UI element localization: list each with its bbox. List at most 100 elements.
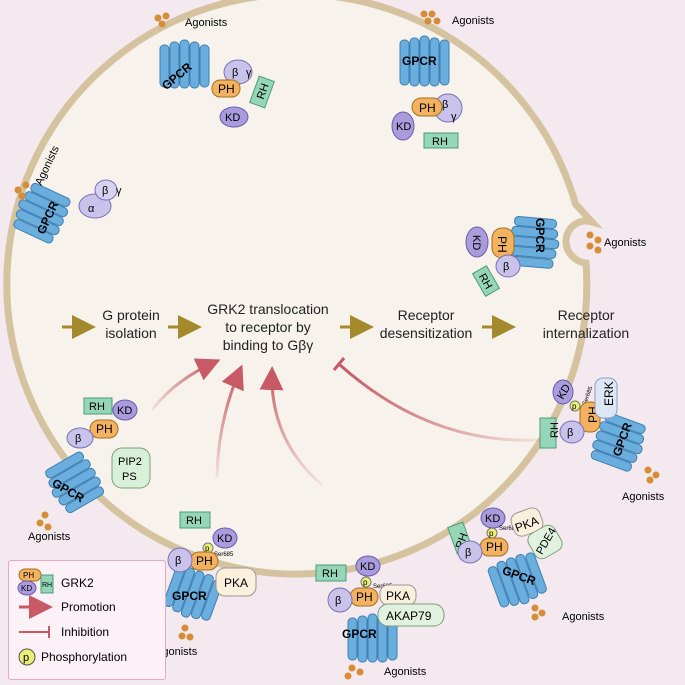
beta-label: β xyxy=(465,547,471,559)
kd-label: KD xyxy=(217,533,232,545)
legend-phospho-p: p xyxy=(23,652,29,664)
ph-label: PH xyxy=(419,101,436,115)
gamma-label: γ xyxy=(116,185,122,197)
legend-phospho-icon xyxy=(18,648,36,666)
ph-label: PH xyxy=(486,540,503,554)
promotion-arrow-pip2 xyxy=(150,358,221,411)
ph-label: PH xyxy=(495,236,509,253)
beta-label: β xyxy=(102,185,108,197)
ph-label: PH xyxy=(96,422,113,436)
ps-label: PS xyxy=(122,471,137,483)
ph-label: PH xyxy=(218,82,235,96)
promotion-arrow-akap79 xyxy=(259,366,323,487)
step-2-line-2: to receptor by xyxy=(225,319,311,335)
complex-top-left: GPCR Agonists β γ PH KD RH xyxy=(154,12,275,128)
kd-label: KD xyxy=(117,405,132,417)
ser685-label: Ser685 xyxy=(499,526,519,532)
beta-label: β xyxy=(503,261,509,273)
beta-label: β xyxy=(75,433,81,445)
inhibition-arrow-erk xyxy=(339,363,541,442)
agonists-label: Agonists xyxy=(604,237,647,249)
step-3-line-2: desensitization xyxy=(380,325,473,341)
legend-canvas: PH KD RH GRK2 Promotion Inhibition p Pho… xyxy=(17,568,127,666)
legend-kd-text: KD xyxy=(21,584,32,593)
gpcr-label: GPCR xyxy=(533,218,547,253)
step-3-line-1: Receptor xyxy=(398,307,455,323)
agonists-label: Agonists xyxy=(28,531,71,543)
ph-label: PH xyxy=(196,554,213,568)
step-1-line-2: isolation xyxy=(105,325,156,341)
kd-label: KD xyxy=(360,561,375,573)
agonists-label: Agonists xyxy=(452,15,495,27)
rh-label: RH xyxy=(89,401,105,413)
gpcr-receptor xyxy=(487,552,547,608)
ser685-label: Ser685 xyxy=(214,552,234,558)
agonists-label: Agonists xyxy=(562,611,605,623)
gpcr-label: GPCR xyxy=(402,54,437,68)
gpcr-receptor xyxy=(509,215,560,269)
legend-rh-text: RH xyxy=(42,582,52,589)
beta-label: β xyxy=(567,427,573,439)
akap79-label: AKAP79 xyxy=(386,609,432,623)
kd-label: KD xyxy=(470,235,482,250)
ph-label: PH xyxy=(356,590,373,604)
step-4-line-1: Receptor xyxy=(558,307,615,323)
rh-label: RH xyxy=(322,568,338,580)
beta-label: β xyxy=(175,555,181,567)
rh-label: RH xyxy=(186,515,202,527)
gpcr-receptor xyxy=(45,451,105,514)
step-1-line-1: G protein xyxy=(102,307,160,323)
step-2-line-3: binding to Gβγ xyxy=(223,337,314,353)
pka-label: PKA xyxy=(386,589,410,603)
legend: PH KD RH GRK2 Promotion Inhibition p Pho… xyxy=(8,560,166,680)
kd-label: KD xyxy=(225,112,240,124)
pka-label: PKA xyxy=(224,576,248,590)
agonists-label: Agonists xyxy=(185,17,228,29)
legend-grk2-label: GRK2 xyxy=(61,576,94,590)
gpcr-receptor xyxy=(347,613,398,663)
rh-label: RH xyxy=(255,82,272,101)
gpcr-receptor xyxy=(159,39,210,89)
alpha-label: α xyxy=(88,203,95,215)
complex-top-center: GPCR Agonists β γ PH KD RH xyxy=(391,10,495,149)
kd-label: KD xyxy=(396,121,411,133)
legend-promotion-label: Promotion xyxy=(61,600,116,614)
complex-pde4: GPCR Agonists RH KD p Ser685 PH β PKA PD… xyxy=(447,507,605,623)
phospho-p: p xyxy=(489,529,494,538)
agonists-label: Agonists xyxy=(384,666,427,678)
step-4-line-2: internalization xyxy=(543,325,629,341)
agonists-label: Agonists xyxy=(622,491,665,503)
rh-label: RH xyxy=(432,136,448,148)
complex-right: GPCR Agonists PH β KD RH xyxy=(465,215,647,297)
legend-ph-text: PH xyxy=(23,571,34,580)
gamma-label: γ xyxy=(246,67,252,79)
complex-akap79: GPCR Agonists RH KD p Ser685 PH β PKA AK… xyxy=(315,555,445,680)
phospho-p: p xyxy=(363,578,368,587)
complex-left: GPCR Agonists α β γ xyxy=(13,144,122,244)
step-2-line-1: GRK2 translocation xyxy=(207,301,328,317)
gpcr-label: GPCR xyxy=(342,627,377,641)
step-labels: G protein isolation GRK2 translocation t… xyxy=(102,301,629,353)
phospho-p: p xyxy=(572,402,577,411)
gpcr-label: GPCR xyxy=(172,589,207,603)
promotion-arrow-pka xyxy=(215,364,244,479)
legend-inhibition-label: Inhibition xyxy=(61,625,109,639)
complex-pip2: GPCR Agonists RH KD PH β PIP2 PS xyxy=(28,397,151,543)
gpcr-receptor xyxy=(399,35,450,87)
kd-label: KD xyxy=(485,513,500,525)
gamma-label: γ xyxy=(451,111,457,123)
phospho-p: p xyxy=(205,544,210,553)
pip2-label: PIP2 xyxy=(118,456,142,468)
beta-label: β xyxy=(335,595,341,607)
inhibition-bar xyxy=(332,357,346,371)
gpcr-receptor xyxy=(590,412,646,472)
legend-grk2-icon: PH KD RH xyxy=(17,568,54,596)
beta-label: β xyxy=(232,67,238,79)
rh-label: RH xyxy=(549,422,561,438)
gpcr-receptor xyxy=(13,182,71,244)
legend-phosphorylation-label: Phosphorylation xyxy=(41,650,127,664)
beta-label: β xyxy=(442,99,448,111)
complex-erk: GPCR Agonists RH KD p Ser685 PH β ERK xyxy=(539,377,665,503)
